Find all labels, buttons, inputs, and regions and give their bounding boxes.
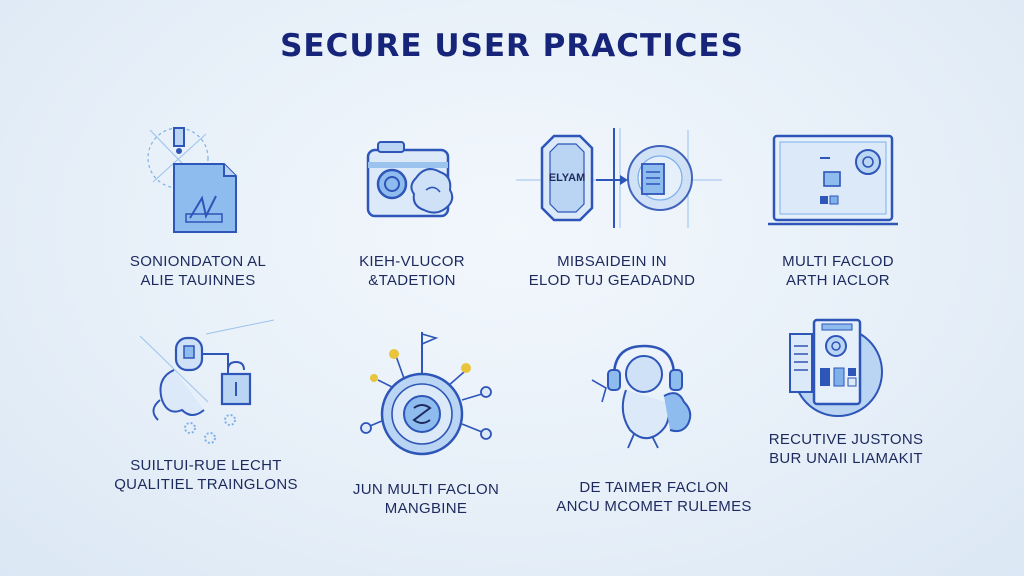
practice-label: MIBSAIDEIN IN ELOD TUJ GEADADND <box>528 253 696 289</box>
practice-item-8: RECUTIVE JUSTONS BUR UNAII LIAMAKIT <box>726 312 966 482</box>
practice-label: RECUTIVE JUSTONS BUR UNAII LIAMAKIT <box>768 431 924 467</box>
practice-item-3: ELYAM MIBSAIDEIN IN ELOD TUJ GEADADND <box>492 120 732 290</box>
practice-label: KIEH-VLUCOR &TADETION <box>359 253 465 289</box>
user-lock-icon <box>139 319 275 444</box>
practice-item-1: SONIONDATON AL ALIE TAUINNES <box>78 120 318 290</box>
practice-label: JUN MULTI FACLON MANGBINE <box>352 481 500 517</box>
practice-item-7: DE TAIMER FACLON ANCU MCOMET RULEMES <box>534 330 774 520</box>
practice-item-4: MULTI FACLOD ARTH IACLOR <box>718 120 958 290</box>
practice-label: SUILTUI-RUE LECHT QUALITIEL TRAINGLONS <box>114 457 298 493</box>
document-shield-icon <box>147 127 237 233</box>
practice-label: MULTI FACLOD ARTH IACLOR <box>782 253 894 289</box>
practice-label: SONIONDATON AL ALIE TAUINNES <box>129 253 267 289</box>
laptop-icon <box>768 134 898 226</box>
person-headset-icon <box>591 344 692 449</box>
shield-arrow-icon <box>516 128 722 228</box>
shield-badge-text: ELYAM <box>548 172 586 184</box>
phone-tablet-icon <box>789 318 883 417</box>
practice-item-2: KIEH-VLUCOR &TADETION <box>292 120 532 290</box>
practice-item-5: SUILTUI-RUE LECHT QUALITIEL TRAINGLONS <box>98 312 338 502</box>
camera-bag-icon <box>366 141 454 218</box>
page-title: SECURE USER PRACTICES <box>280 28 744 64</box>
globe-network-icon <box>360 332 492 456</box>
practice-item-6: JUN MULTI FACLON MANGBINE <box>306 328 546 518</box>
practice-label: DE TAIMER FACLON ANCU MCOMET RULEMES <box>556 479 752 515</box>
